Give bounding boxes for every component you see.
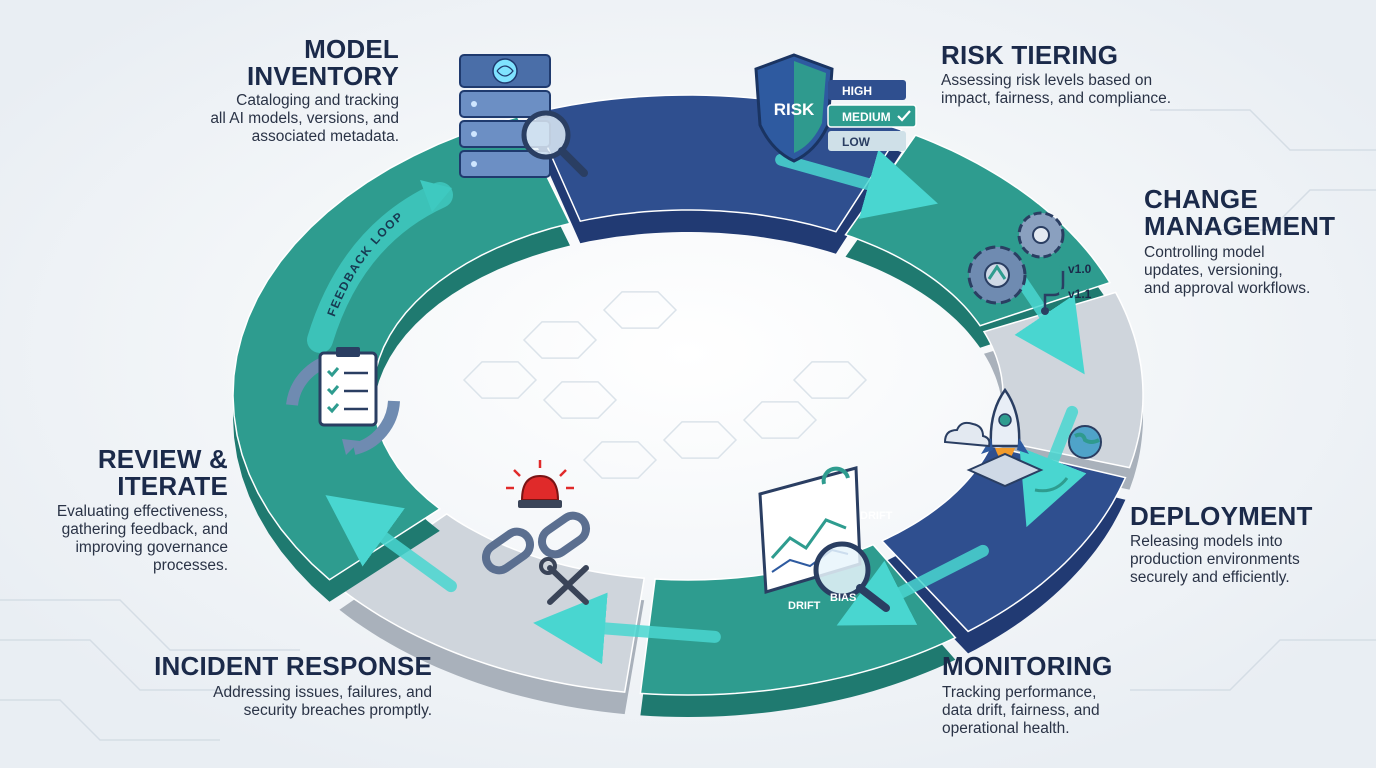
hexagon: [522, 321, 598, 359]
risk-levels: HIGH MEDIUM LOW: [827, 80, 917, 151]
review-iterate-description: Evaluating effectiveness,gathering feedb…: [56, 503, 228, 574]
level-medium-label: MEDIUM: [842, 110, 891, 124]
arrow-deployment-to-monitoring: [836, 544, 989, 626]
monitor-tag-drift-top: DRIFT: [860, 510, 893, 522]
hexagon: [582, 441, 658, 479]
hexagon: [742, 401, 818, 439]
hexagon: [462, 361, 538, 399]
incident-response-title: INCIDENT RESPONSE: [154, 651, 432, 681]
alarm-broken-chain-tools-icon: [481, 460, 591, 605]
hexagon-pattern: [462, 291, 868, 479]
risk-shield-icon: RISK: [754, 53, 834, 163]
dashboard-magnifier-icon: [758, 466, 890, 612]
level-low-badge: [828, 131, 906, 151]
hexagon: [602, 291, 678, 329]
version-label-1: v1.0: [1068, 262, 1092, 276]
clipboard-cycle-icon: [286, 347, 400, 455]
hexagon: [662, 421, 738, 459]
level-low-label: LOW: [842, 135, 871, 149]
risk-tiering-title: RISK TIERING: [941, 40, 1119, 70]
version-label-2: v1.1: [1068, 287, 1092, 301]
feedback-loop-arrowhead: [420, 180, 452, 212]
hexagon: [792, 361, 868, 399]
arrow-change-to-deployment: [1019, 405, 1087, 528]
monitor-tag-bias: BIAS: [830, 592, 856, 604]
level-high-label: HIGH: [842, 84, 872, 98]
gears-version-icon: [967, 211, 1067, 315]
level-high-badge: [828, 80, 906, 100]
shield-label: RISK: [774, 100, 815, 119]
check-icon: [897, 110, 911, 122]
monitoring-title: MONITORING: [942, 651, 1113, 681]
level-medium-badge: [827, 104, 917, 128]
review-iterate-title: REVIEW &ITERATE: [97, 444, 228, 501]
hexagon: [542, 381, 618, 419]
arrow-monitoring-to-incident: [533, 592, 721, 665]
flow-arrows: [325, 149, 1087, 665]
monitor-tag-drift-bottom: DRIFT: [788, 600, 821, 612]
deployment-title: DEPLOYMENT: [1130, 501, 1313, 531]
feedback-loop-arrow: [307, 182, 453, 353]
rocket-launch-icon: [943, 387, 1102, 493]
circuit-lines: [0, 109, 1376, 741]
monitoring-description: Tracking performance,data drift, fairnes…: [942, 684, 1100, 737]
arrow-inventory-to-risk: [775, 149, 938, 219]
server-brain-magnifier-icon: [459, 54, 588, 178]
arrow-incident-to-review: [325, 495, 457, 593]
